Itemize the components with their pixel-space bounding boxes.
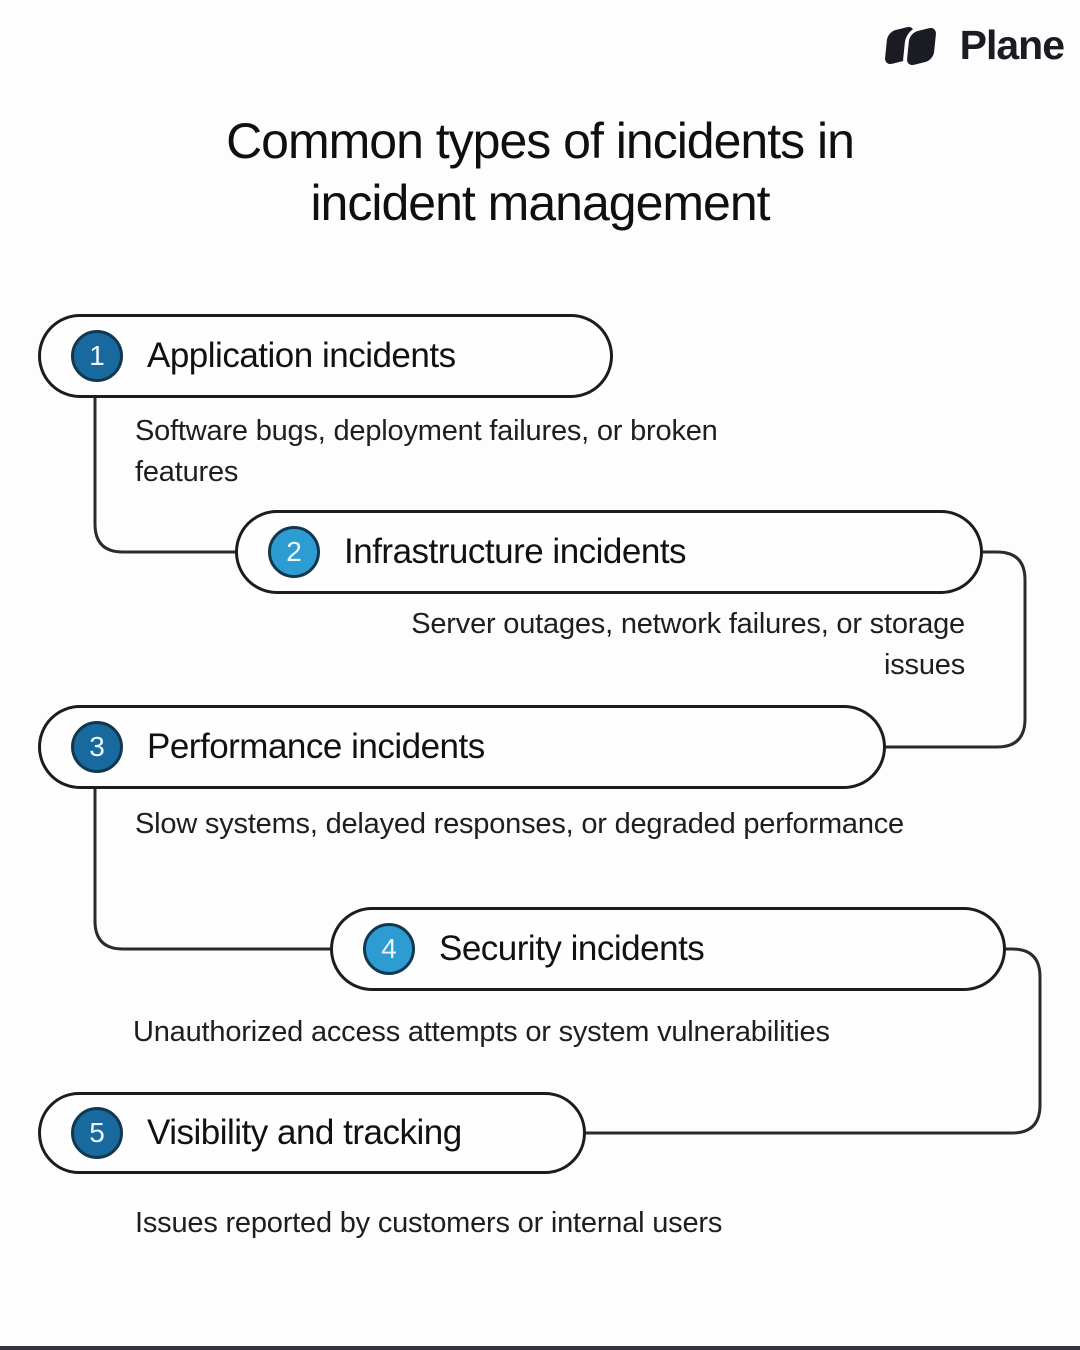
item-label: Performance incidents — [147, 727, 485, 766]
item-label: Application incidents — [147, 336, 456, 375]
item-number-badge: 4 — [363, 923, 415, 975]
item-pill-security-incidents: 4 Security incidents — [330, 907, 1006, 991]
item-number-badge: 2 — [268, 526, 320, 578]
item-description: Server outages, network failures, or sto… — [411, 608, 965, 681]
page-title-line-2: incident management — [310, 175, 770, 231]
brand-wordmark: Plane — [959, 22, 1065, 68]
page-title: Common types of incidents in incident ma… — [0, 110, 1080, 234]
item-description: Issues reported by customers or internal… — [135, 1207, 723, 1239]
item-pill-application-incidents: 1 Application incidents — [38, 314, 613, 398]
item-number-badge: 5 — [71, 1107, 123, 1159]
item-number-badge: 3 — [71, 721, 123, 773]
page-title-line-1: Common types of incidents in — [226, 113, 855, 169]
brand-logo: Plane — [883, 22, 1065, 69]
item-pill-visibility-and-tracking: 5 Visibility and tracking — [38, 1092, 586, 1174]
item-label: Visibility and tracking — [147, 1113, 462, 1152]
bottom-edge-strip — [0, 1346, 1080, 1350]
item-number-badge: 1 — [71, 330, 123, 382]
item-pill-infrastructure-incidents: 2 Infrastructure incidents — [235, 510, 983, 594]
item-label: Infrastructure incidents — [344, 532, 687, 571]
item-description: Software bugs, deployment failures, or b… — [135, 415, 718, 488]
item-label: Security incidents — [439, 929, 705, 968]
item-description: Slow systems, delayed responses, or degr… — [135, 808, 904, 840]
item-description: Unauthorized access attempts or system v… — [133, 1016, 830, 1048]
plane-logo-icon — [883, 23, 950, 69]
item-pill-performance-incidents: 3 Performance incidents — [38, 705, 886, 789]
